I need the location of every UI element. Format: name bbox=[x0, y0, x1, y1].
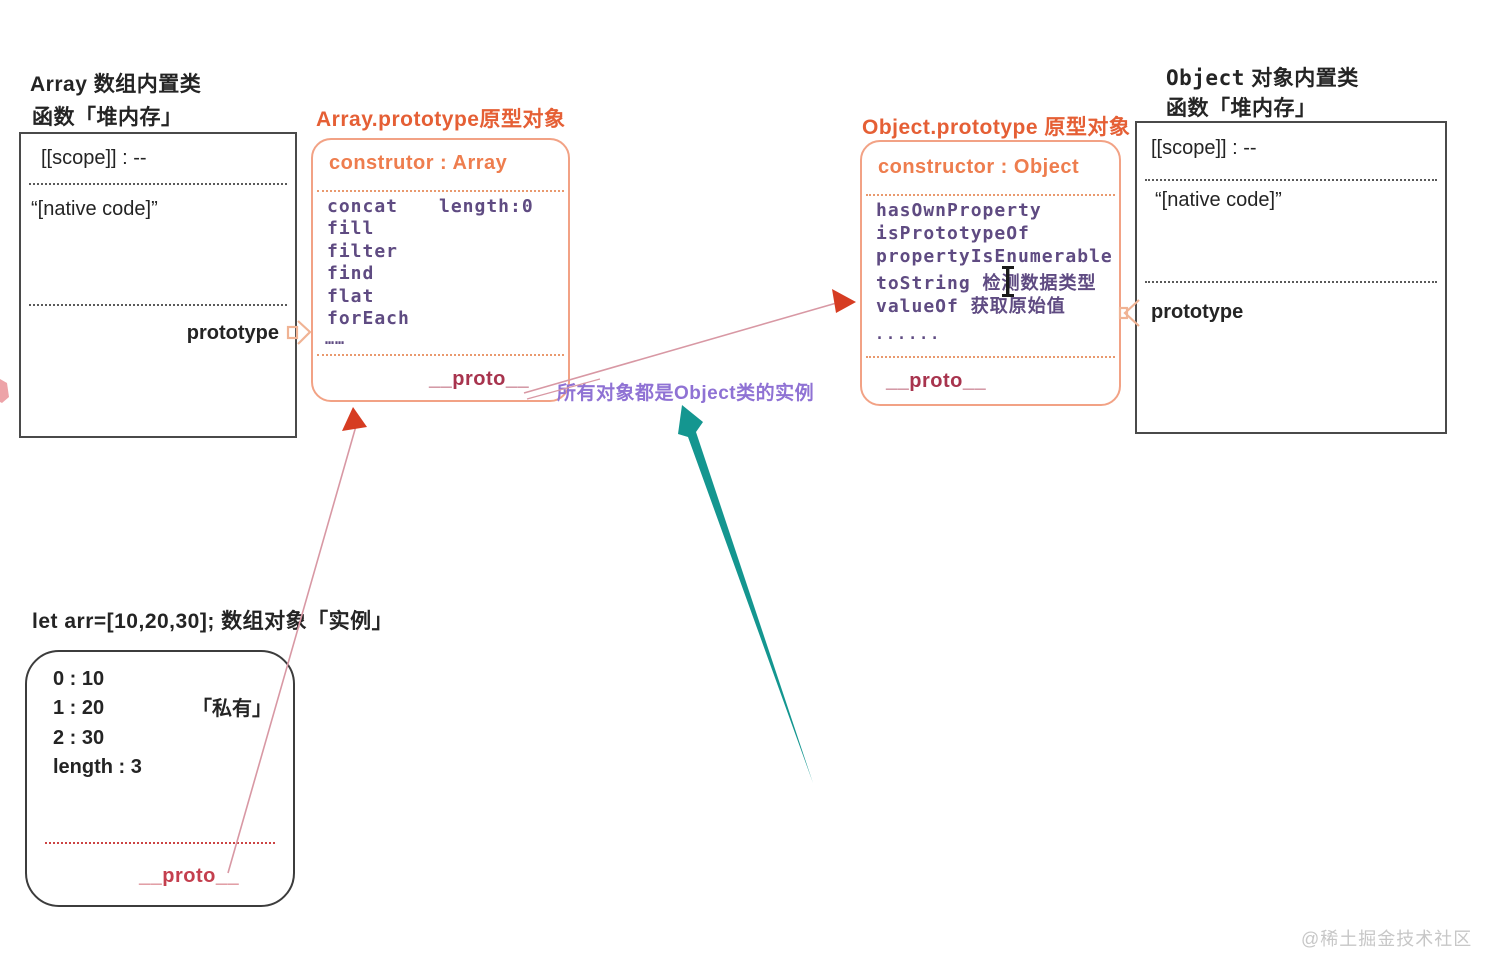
method-flat: flat bbox=[327, 286, 375, 307]
arr-instance-proto-label: __proto__ bbox=[139, 865, 240, 887]
divider bbox=[317, 354, 564, 356]
arrowhead-to-object-prototype bbox=[832, 289, 856, 313]
array-class-title-line2: 函数「堆内存」 bbox=[32, 106, 183, 129]
array-class-prototype-label: prototype bbox=[186, 322, 279, 344]
method-hasOwnProperty: hasOwnProperty bbox=[876, 200, 1042, 221]
arrowhead-to-array-prototype bbox=[342, 407, 367, 431]
object-class-title-word: Object bbox=[1166, 66, 1245, 90]
array-length-property: length:0 bbox=[439, 196, 534, 217]
arr-instance-declaration: let arr=[10,20,30]; 数组对象「实例」 bbox=[32, 610, 394, 633]
object-class-title-rest: 对象内置类 bbox=[1244, 67, 1359, 90]
arr-entry-1: 1 : 20 bbox=[53, 697, 105, 719]
arr-entry-length: length : 3 bbox=[53, 756, 142, 778]
object-class-box: [[scope]] : -- “[native code]” prototype bbox=[1135, 121, 1447, 434]
array-prototype-box: construtor : Array concat length:0 fill … bbox=[311, 138, 570, 402]
method-concat: concat bbox=[327, 196, 399, 217]
object-class-title-line2: 函数「堆内存」 bbox=[1166, 97, 1317, 120]
object-prototype-constructor: constructor : Object bbox=[878, 156, 1080, 178]
object-prototype-title: Object.prototype 原型对象 bbox=[862, 116, 1131, 139]
arr-entry-2: 2 : 30 bbox=[53, 727, 105, 749]
object-prototype-box: constructor : Object hasOwnProperty isPr… bbox=[860, 140, 1121, 406]
method-forEach: forEach bbox=[327, 308, 410, 329]
method-propertyIsEnumerable: propertyIsEnumerable bbox=[876, 246, 1113, 267]
method-filter: filter bbox=[327, 241, 399, 262]
method-isPrototypeOf: isPrototypeOf bbox=[876, 223, 1030, 244]
left-edge-fragment bbox=[0, 379, 9, 403]
divider bbox=[866, 194, 1115, 196]
annotation-all-objects: 所有对象都是Object类的实例 bbox=[557, 383, 815, 404]
divider bbox=[317, 190, 564, 192]
divider bbox=[29, 183, 287, 185]
array-prototype-proto-label: __proto__ bbox=[429, 368, 530, 390]
arr-entry-0: 0 : 10 bbox=[53, 668, 105, 690]
teal-annotation-arrow bbox=[678, 405, 813, 783]
object-class-title-line1: Object 对象内置类 bbox=[1166, 62, 1359, 92]
array-class-box: [[scope]] : -- “[native code]” prototype bbox=[19, 132, 297, 438]
arr-instance-box: 0 : 10 1 : 20 「私有」 2 : 30 length : 3 __p… bbox=[25, 650, 295, 907]
object-class-scope: [[scope]] : -- bbox=[1151, 137, 1257, 159]
object-class-native-code: “[native code]” bbox=[1155, 189, 1282, 211]
method-toString: toString 检测数据类型 bbox=[876, 273, 1097, 294]
method-fill: fill bbox=[327, 218, 375, 239]
watermark: @稀土掘金技术社区 bbox=[1301, 929, 1473, 949]
divider bbox=[1145, 179, 1437, 181]
ellipsis: ...... bbox=[875, 325, 942, 343]
method-find: find bbox=[327, 263, 375, 284]
ellipsis: …… bbox=[325, 330, 346, 348]
divider bbox=[45, 842, 275, 844]
method-valueOf: valueOf 获取原始值 bbox=[876, 296, 1066, 317]
divider bbox=[866, 356, 1115, 358]
divider bbox=[1145, 281, 1437, 283]
array-prototype-title: Array.prototype原型对象 bbox=[316, 108, 566, 131]
arr-private-label: 「私有」 bbox=[192, 698, 272, 720]
object-class-prototype-label: prototype bbox=[1151, 301, 1244, 323]
object-prototype-proto-label: __proto__ bbox=[886, 370, 987, 392]
divider bbox=[29, 304, 287, 306]
array-class-title-line1: Array 数组内置类 bbox=[30, 73, 202, 96]
array-class-scope: [[scope]] : -- bbox=[41, 147, 147, 169]
array-class-native-code: “[native code]” bbox=[31, 198, 158, 220]
array-prototype-constructor: construtor : Array bbox=[329, 152, 508, 174]
